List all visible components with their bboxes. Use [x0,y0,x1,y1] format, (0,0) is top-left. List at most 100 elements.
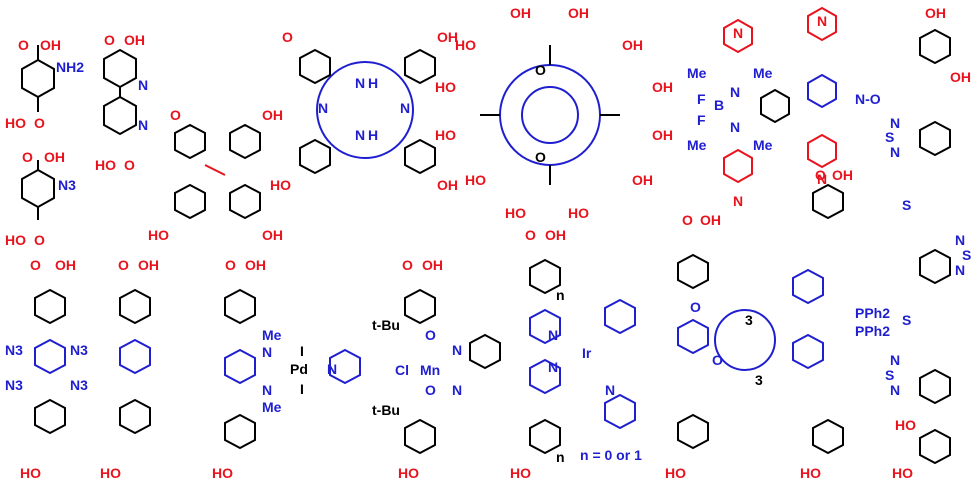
three-label: 3 [755,372,763,388]
n-label: N [262,344,272,360]
h-label: H [368,75,378,91]
ho-label: HO [505,205,526,221]
s-label: S [885,129,894,145]
ho-label: HO [20,465,41,481]
oh-label: OH [422,257,443,273]
oh-label: OH [40,37,61,53]
ho-label: HO [895,417,916,433]
me-label: Me [753,65,773,81]
ho-label: HO [435,127,456,143]
s-label: S [885,367,894,383]
o-label: O [282,29,293,45]
ho-label: HO [568,205,589,221]
me-label: Me [687,137,707,153]
molecule-ir-complex: O OH n N Ir N N n HO n = 0 or 1 [510,227,642,481]
oh-label: OH [568,5,589,21]
n-label: N [138,117,148,133]
i-label: I [300,343,304,359]
o-label: O [22,149,33,165]
n-label: N [730,84,740,100]
molecule-azidomethyl-terphenyl: O OH N3 N3 N3 N3 HO [5,257,88,481]
ho-label: HO [270,177,291,193]
molecule-mn-salen: O OH t-Bu O N Cl Mn O N t-Bu HO [372,257,501,481]
n-label: N [890,352,900,368]
molecule-bipyridine-dicarboxylic-acid: O OH N N HO O [95,32,148,173]
molecule-porphyrin: N H N N N H O OH HO OH [270,29,458,193]
molecule-isoindoline-nitroxide: N N N-O [807,6,881,187]
molecule-azido-terephthalic-acid: O OH N3 HO O [5,149,76,248]
ho-label: HO [398,465,419,481]
n-label: N [733,25,743,41]
me-label: Me [262,327,282,343]
o-label: O [30,257,41,273]
n-label: N [548,359,558,375]
n3-label: N3 [70,342,88,358]
me-label: Me [262,399,282,415]
n-label: N [138,77,148,93]
mn-label: Mn [420,362,440,378]
n-label: N [605,382,615,398]
o-label: O [535,149,546,165]
o-label: O [170,107,181,123]
o-label: O [682,212,693,228]
ho-label: HO [435,79,456,95]
o-label: O [712,352,723,368]
o-label: O [690,299,701,315]
n-label: N [548,327,558,343]
n-label: N [730,119,740,135]
nitroxide-label: N-O [855,91,881,107]
n-label: N [890,382,900,398]
n-label: N [817,171,827,187]
ho-label: HO [455,37,476,53]
tbu-label: t-Bu [372,402,400,418]
pph2-label: PPh2 [855,305,890,321]
oh-label: OH [832,167,853,183]
ho-label: HO [100,465,121,481]
oh-label: OH [262,227,283,243]
n-subscript-label: n [556,449,565,465]
molecule-amino-terephthalic-acid: O OH NH2 HO O [5,37,84,131]
n-label: N [817,13,827,29]
oh-label: OH [245,257,266,273]
molecule-diethynyl-terphenyl: O OH HO [100,257,159,481]
ho-label: HO [5,232,26,248]
b-label: B [714,97,724,113]
o-label: O [104,32,115,48]
n3-label: N3 [5,342,23,358]
n-label: N [318,100,328,116]
o-label: O [535,62,546,78]
oh-label: OH [437,177,458,193]
n-label: N [327,361,337,377]
ho-label: HO [665,465,686,481]
o-label: O [815,167,826,183]
oh-label: OH [44,149,65,165]
o-label: O [425,382,436,398]
oh-label: OH [632,172,653,188]
ho-label: HO [892,465,913,481]
oh-label: OH [652,79,673,95]
cooh-label: O [18,37,29,53]
n-label: N [355,75,365,91]
s-label: S [902,312,911,328]
o-label: O [225,257,236,273]
f-label: F [697,112,706,128]
i-label: I [300,381,304,397]
n-label: N [262,382,272,398]
three-label: 3 [745,312,753,328]
oh-label: OH [437,29,458,45]
molecule-crown-ether-linker: O OH O 3 O 3 HO [665,212,776,481]
n-label: N [733,193,743,209]
o-label: O [34,115,45,131]
ho-label: HO [510,465,531,481]
ho-label: HO [800,465,821,481]
oh-label: OH [262,107,283,123]
me-label: Me [687,65,707,81]
nh2-label: NH2 [56,59,84,75]
oh-label: OH [622,37,643,53]
oh-label: OH [925,5,946,21]
tbu-label: t-Bu [372,317,400,333]
n3-label: N3 [5,377,23,393]
n-label: N [955,262,965,278]
ho-label: HO [465,172,486,188]
